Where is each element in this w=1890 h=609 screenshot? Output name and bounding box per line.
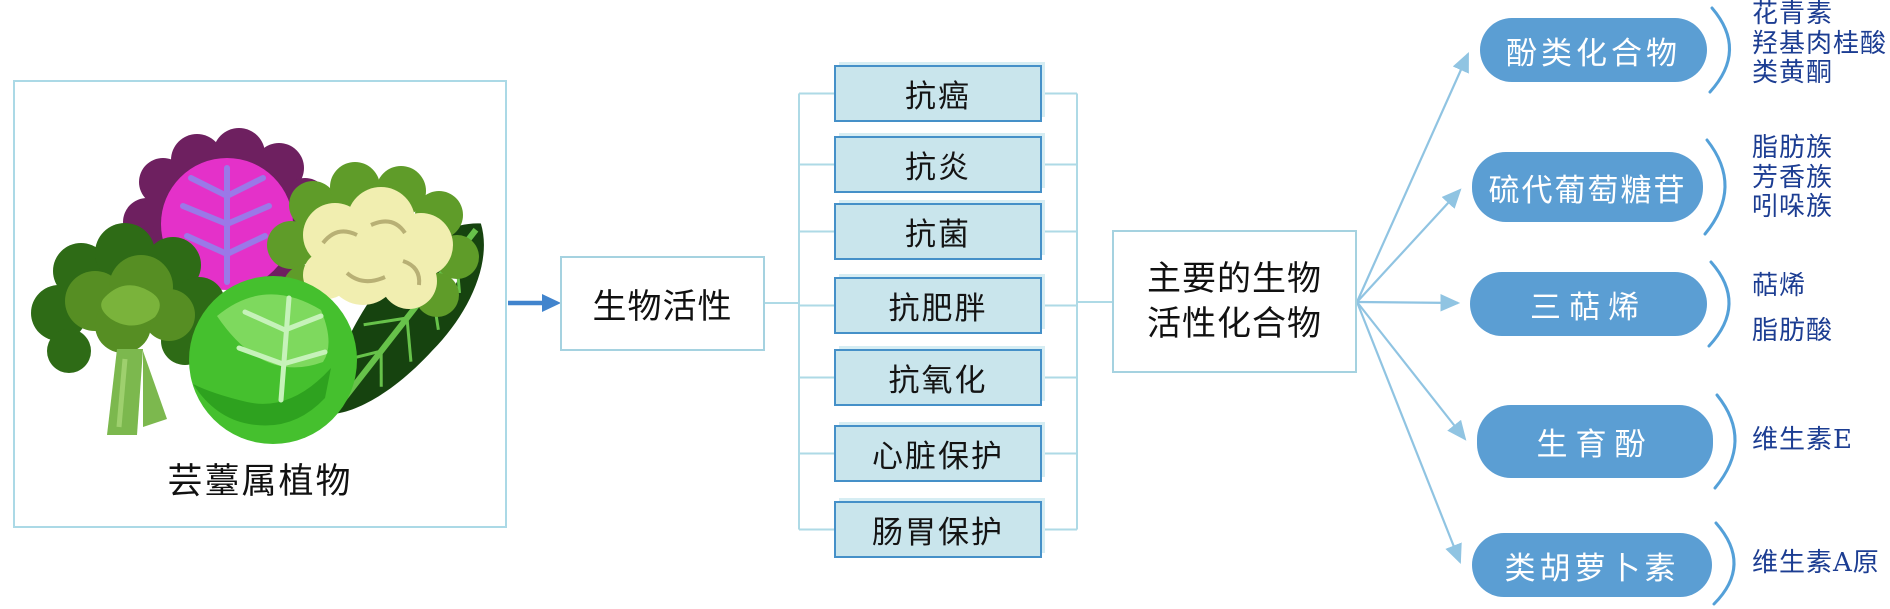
activity-box-antibacterial: 抗菌 — [834, 203, 1042, 260]
member-item: 吲哚族 — [1752, 192, 1834, 222]
activity-label: 抗炎 — [905, 150, 971, 186]
activity-box-antiinflammatory: 抗炎 — [834, 136, 1042, 193]
pill-label: 硫代葡萄糖苷 — [1488, 172, 1687, 209]
pill-bracket-5 — [1712, 521, 1736, 606]
activity-box-anticancer: 抗癌 — [834, 65, 1042, 122]
cauliflower-icon — [267, 162, 479, 317]
source-box: 芸薹属植物 — [13, 80, 507, 528]
brassica-vegetables-illustration — [31, 128, 484, 444]
pill-triterpenes: 三萜烯 — [1470, 272, 1707, 336]
pill-label: 类胡萝卜素 — [1504, 550, 1680, 587]
fan-arrows — [1355, 51, 1470, 565]
members-triterpenes: 萜烯 脂肪酸 — [1752, 264, 1833, 354]
bioactivity-label: 生物活性 — [592, 287, 733, 327]
fan-arrow-tocopherols — [1356, 301, 1467, 441]
pill-bracket-4 — [1713, 393, 1737, 490]
member-item: 羟基肉桂酸 — [1752, 28, 1888, 59]
activity-label: 抗氧化 — [888, 363, 988, 399]
green-cabbage-icon — [189, 276, 357, 444]
fan-arrow-triterpenes — [1356, 294, 1461, 312]
pill-label: 三萜烯 — [1530, 289, 1647, 326]
fan-arrow-phenolics — [1355, 51, 1470, 303]
member-item: 脂肪族 — [1752, 133, 1834, 163]
broccoli-icon — [31, 223, 225, 435]
pill-bracket-2 — [1703, 138, 1727, 236]
member-item: 芳香族 — [1752, 162, 1834, 193]
member-item: 维生素E — [1752, 425, 1853, 455]
activity-box-antiobesity: 抗肥胖 — [834, 277, 1042, 334]
activity-box-antioxidant: 抗氧化 — [834, 349, 1042, 406]
pill-phenolic-compounds: 酚类化合物 — [1480, 18, 1707, 82]
compounds-box: 主要的生物 活性化合物 — [1112, 230, 1357, 373]
bioactivity-box: 生物活性 — [560, 256, 765, 351]
compounds-label-line1: 主要的生物 — [1147, 258, 1322, 299]
member-item: 花青素 — [1752, 0, 1834, 29]
activity-label: 抗癌 — [905, 79, 971, 115]
members-tocopherols: 维生素E — [1752, 425, 1853, 456]
activity-label: 肠胃保护 — [872, 515, 1004, 551]
activity-label: 抗菌 — [905, 217, 971, 253]
compounds-label-line2: 活性化合物 — [1147, 303, 1322, 344]
left-bracket — [765, 92, 834, 531]
member-item: 类黄酮 — [1752, 58, 1834, 88]
members-carotenoids: 维生素A原 — [1752, 548, 1880, 579]
source-label: 芸薹属植物 — [167, 462, 353, 502]
pill-glucosinolates: 硫代葡萄糖苷 — [1472, 152, 1703, 222]
activity-box-cardioprotective: 心脏保护 — [834, 425, 1042, 482]
pill-carotenoids: 类胡萝卜素 — [1472, 533, 1712, 597]
pill-tocopherols: 生育酚 — [1477, 405, 1713, 478]
right-bracket — [1042, 92, 1112, 531]
activity-label: 抗肥胖 — [888, 291, 988, 327]
member-item: 脂肪酸 — [1752, 316, 1834, 346]
member-item: 维生素A原 — [1752, 548, 1880, 578]
pill-bracket-3 — [1707, 260, 1731, 348]
members-glucosinolates: 脂肪族 芳香族 吲哚族 — [1752, 133, 1834, 223]
flow-arrow — [508, 294, 561, 312]
fan-arrow-glucosinolates — [1356, 188, 1462, 303]
member-item: 萜烯 — [1752, 271, 1807, 301]
pill-bracket-1 — [1708, 6, 1731, 94]
pill-label: 酚类化合物 — [1506, 35, 1681, 72]
members-phenolic-compounds: 花青素 羟基肉桂酸 类黄酮 — [1752, 0, 1887, 89]
compounds-label: 主要的生物 活性化合物 — [1147, 257, 1322, 347]
fan-arrow-carotenoids — [1355, 301, 1462, 565]
pill-label: 生育酚 — [1536, 427, 1654, 463]
activity-box-gastroprotective: 肠胃保护 — [834, 501, 1042, 558]
activity-label: 心脏保护 — [872, 439, 1004, 475]
